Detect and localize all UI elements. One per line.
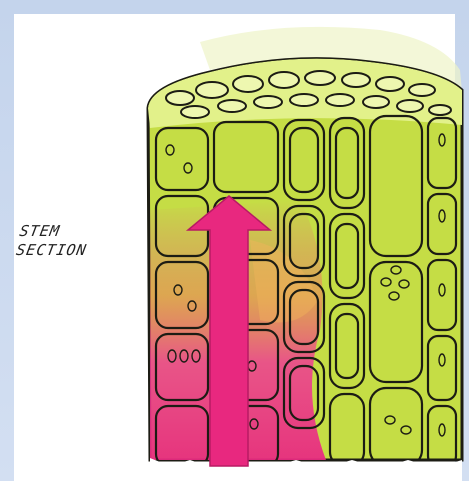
- label-line-2: SECTION: [15, 241, 138, 260]
- stem-section-label: STEM SECTION: [15, 222, 142, 260]
- label-line-1: STEM: [18, 222, 141, 241]
